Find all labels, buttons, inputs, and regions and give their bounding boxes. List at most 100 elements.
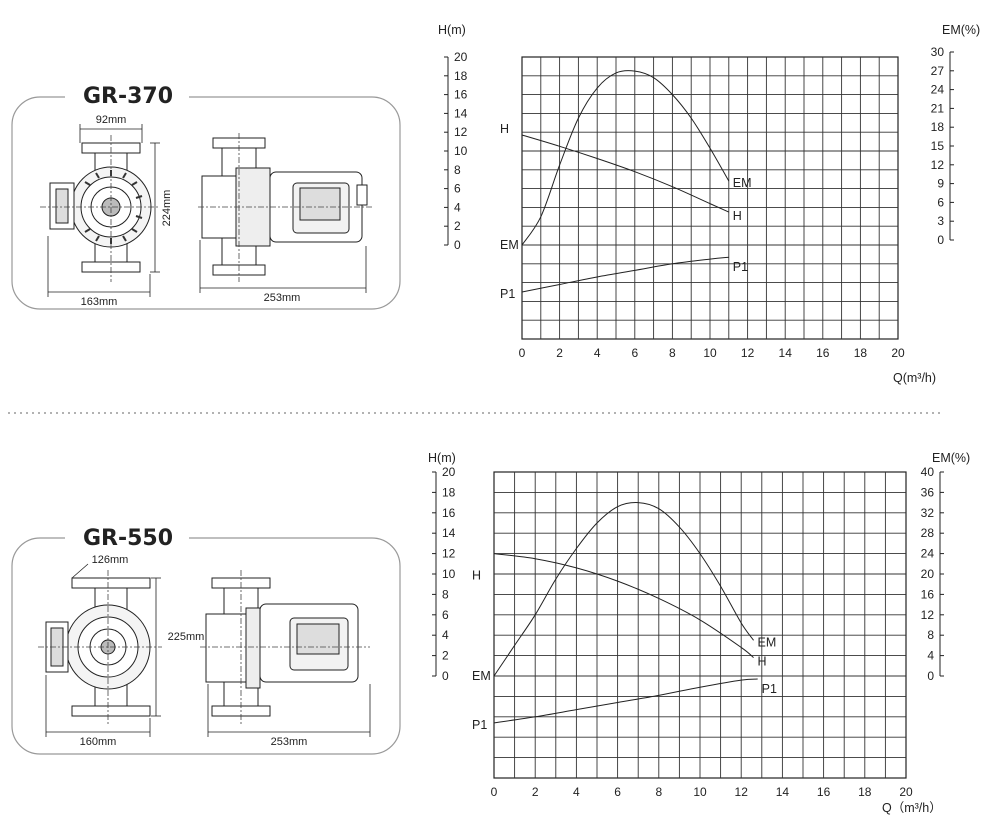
x-tick-label: 10 [703,346,717,360]
series-label-end-em: EM [758,635,777,649]
dim-flange-width [71,563,89,579]
x-tick-label: 4 [573,785,580,799]
dim-front-width [45,675,151,737]
x-tick-label: 6 [631,346,638,360]
right-tick-label: 36 [921,485,935,499]
series-curve-em [493,502,754,677]
right-tick-label: 30 [931,45,945,59]
right-tick-label: 40 [921,465,935,479]
section-divider [8,412,940,414]
right-tick-label: 32 [921,506,935,520]
series-curve-p1 [493,678,758,724]
left-tick-label: 8 [442,587,449,601]
pump-drawing-gr370: GR-370 92mm [11,84,401,310]
series-label-end-h: H [733,209,742,223]
right-tick-label: 0 [937,233,944,247]
series-curve-h [521,134,730,213]
series-curve-h [493,553,754,659]
series-label-start-em: EM [500,238,519,252]
left-tick-label: 20 [454,50,468,64]
series-label-end-em: EM [733,176,752,190]
left-tick-label: 12 [454,125,468,139]
x-tick-label: 12 [741,346,755,360]
left-tick-label: 0 [454,238,461,252]
left-tick-label: 16 [454,88,468,102]
right-tick-label: 27 [931,64,945,78]
series-label-end-p1: P1 [762,682,777,696]
dim-side-length-label: 253mm [264,292,301,304]
left-tick-label: 2 [442,649,449,663]
x-tick-label: 0 [491,785,498,799]
left-tick-label: 18 [442,485,456,499]
drawing-frame [11,537,401,755]
x-tick-label: 16 [817,785,831,799]
left-tick-label: 14 [454,106,468,120]
x-tick-label: 16 [816,346,830,360]
right-tick-label: 24 [931,83,945,97]
dim-flange-width-label: 92mm [96,114,127,126]
dim-side-length [199,240,367,293]
series-label-end-p1: P1 [733,260,748,274]
right-tick-label: 18 [931,120,945,134]
right-tick-label: 21 [931,101,945,115]
dim-flange-width [79,124,143,143]
left-tick-label: 2 [454,219,461,233]
right-tick-label: 12 [931,158,945,172]
x-tick-label: 10 [693,785,707,799]
right-tick-label: 3 [937,214,944,228]
left-tick-label: 4 [454,200,461,214]
series-label-start-em: EM [472,669,491,683]
left-tick-label: 18 [454,69,468,83]
x-tick-label: 14 [776,785,790,799]
right-tick-label: 4 [927,649,934,663]
right-tick-label: 15 [931,139,945,153]
left-axis-label: H(m) [438,23,466,37]
side-view-centerlines [200,570,370,725]
x-axis-label: Q（m³/h） [882,801,942,815]
dim-front-width-label: 163mm [81,296,118,308]
dim-side-length-label: 253mm [271,736,308,748]
dim-flange-width-label: 126mm [92,554,129,566]
x-tick-label: 12 [735,785,749,799]
x-tick-label: 6 [614,785,621,799]
x-tick-label: 8 [669,346,676,360]
right-tick-label: 9 [937,177,944,191]
right-axis-label: EM(%) [932,451,970,465]
x-axis-label: Q(m³/h) [893,371,936,385]
x-tick-label: 14 [779,346,793,360]
right-tick-label: 16 [921,587,935,601]
left-tick-label: 10 [442,567,456,581]
right-tick-label: 24 [921,547,935,561]
left-tick-label: 0 [442,669,449,683]
front-view-centerlines [38,570,162,725]
x-tick-label: 8 [655,785,662,799]
x-tick-label: 20 [891,346,905,360]
dim-height-label: 225mm [168,631,205,643]
series-curve-em [521,70,730,246]
model-title: GR-550 [83,526,173,551]
x-tick-label: 0 [519,346,526,360]
dim-height [151,577,161,717]
side-view-centerlines [198,133,372,282]
left-tick-label: 14 [442,526,456,540]
dim-height-label: 224mm [161,190,173,227]
series-label-start-h: H [472,569,481,583]
left-tick-label: 6 [454,182,461,196]
left-tick-label: 16 [442,506,456,520]
right-tick-label: 12 [921,608,935,622]
left-axis-label: H(m) [428,451,456,465]
x-tick-label: 20 [899,785,913,799]
side-view [205,577,359,717]
x-tick-label: 2 [556,346,563,360]
front-view [49,142,152,273]
right-tick-label: 0 [927,669,934,683]
model-title: GR-370 [83,84,173,109]
left-tick-label: 6 [442,608,449,622]
x-tick-label: 18 [854,346,868,360]
left-tick-label: 4 [442,628,449,642]
series-label-end-h: H [758,655,767,669]
series-label-start-p1: P1 [472,718,487,732]
right-tick-label: 8 [927,628,934,642]
